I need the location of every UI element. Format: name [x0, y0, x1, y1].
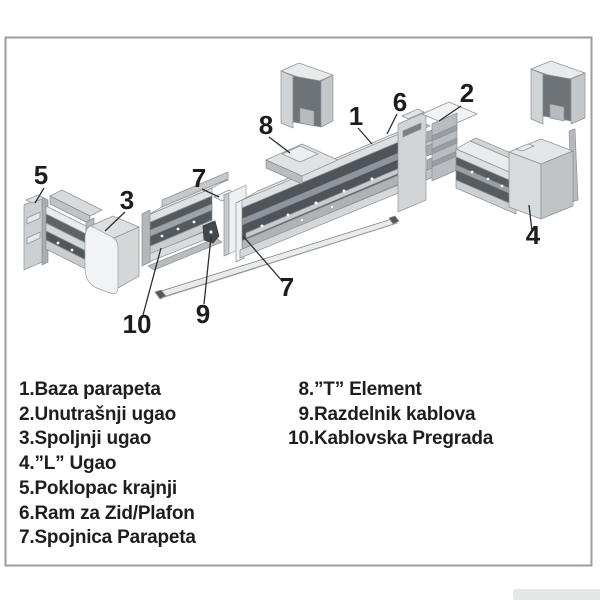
legend-label: Poklopac krajnji — [34, 477, 177, 499]
legend-number: 10. — [288, 428, 314, 450]
part-t-element-plate — [265, 143, 339, 185]
legend-number: 7. — [19, 527, 35, 549]
legend-label: ”L” Ugao — [34, 453, 117, 475]
callout-4: 4 — [526, 220, 541, 250]
callout-5: 5 — [34, 160, 48, 190]
legend-number: 5. — [19, 477, 35, 499]
part-kablovska-pregrada — [154, 215, 400, 300]
callout-8: 8 — [259, 110, 273, 140]
part-spoljnji-ugao — [84, 215, 140, 295]
legend-item-4: 4.”L” Ugao — [19, 452, 196, 477]
legend-label: Kablovska Pregrada — [314, 428, 494, 450]
legend-label: Spoljnji ugao — [34, 428, 152, 450]
legend-label: ”T” Element — [314, 379, 422, 400]
legend-item-9: 9.Razdelnik kablova — [284, 403, 493, 428]
callout-6: 6 — [393, 87, 407, 117]
diagram-border — [4, 36, 593, 567]
legend-item-7: 7.Spojnica Parapeta — [19, 526, 196, 551]
leader-line-4 — [528, 204, 533, 232]
legend-left-column: 1.Baza parapeta 2.Unutrašnji ugao 3.Spol… — [19, 378, 196, 551]
part-razdelnik-kablova — [202, 220, 220, 244]
leader-line-2 — [438, 105, 462, 122]
legend-item-3: 3.Spoljnji ugao — [19, 427, 196, 452]
part-poklopac-krajnji — [23, 194, 49, 271]
callout-3: 3 — [120, 185, 134, 215]
leader-line-9 — [203, 236, 212, 305]
legend-label: Razdelnik kablova — [314, 403, 476, 425]
legend-label: Spojnica Parapeta — [34, 527, 196, 549]
callout-7b: 7 — [280, 272, 294, 302]
leader-line-7b — [242, 235, 284, 283]
bottom-right-bar — [513, 589, 600, 600]
callout-7a: 7 — [192, 163, 206, 193]
leader-line-7a — [201, 188, 220, 198]
legend-number: 4. — [19, 453, 35, 475]
legend-number: 1. — [19, 379, 35, 400]
legend-item-8: 8.”T” Element — [284, 378, 493, 403]
leader-line-1 — [357, 127, 373, 145]
callout-numbers: 5 3 7 8 1 6 2 4 7 9 10 — [34, 78, 541, 339]
legend-label: Unutrašnji ugao — [34, 403, 177, 425]
part-t-element-channel — [280, 62, 334, 129]
callout-10: 10 — [123, 309, 152, 339]
legend-item-1: 1.Baza parapeta — [19, 378, 196, 403]
legend-item-2: 2.Unutrašnji ugao — [19, 403, 196, 428]
leader-line-8 — [268, 136, 291, 154]
part-l-ugao — [508, 138, 574, 220]
callout-9: 9 — [196, 299, 210, 329]
legend-right-column: 8.”T” Element 9.Razdelnik kablova 10.Kab… — [284, 378, 493, 452]
legend-number: 2. — [19, 403, 35, 425]
exploded-assembly — [23, 60, 586, 300]
legend-item-6: 6.Ram za Zid/Plafon — [19, 502, 196, 527]
part-second-duct-run — [141, 171, 229, 271]
part-corner-channel — [530, 60, 586, 125]
legend-number: 8. — [298, 379, 315, 400]
legend-item-10: 10.Kablovska Pregrada — [284, 427, 493, 452]
leader-line-3 — [104, 211, 126, 232]
legend-label: Ram za Zid/Plafon — [34, 502, 195, 524]
callout-1: 1 — [349, 101, 363, 131]
legend-label: Baza parapeta — [34, 379, 161, 400]
legend-number: 3. — [19, 428, 35, 450]
leader-lines — [34, 105, 533, 316]
legend-number: 6. — [19, 502, 35, 524]
leader-line-5 — [34, 187, 45, 204]
leader-line-6 — [386, 113, 398, 135]
leader-line-10 — [142, 247, 162, 316]
callout-2: 2 — [460, 78, 474, 108]
legend-item-5: 5.Poklopac krajnji — [19, 477, 196, 502]
legend-number: 9. — [298, 403, 315, 425]
